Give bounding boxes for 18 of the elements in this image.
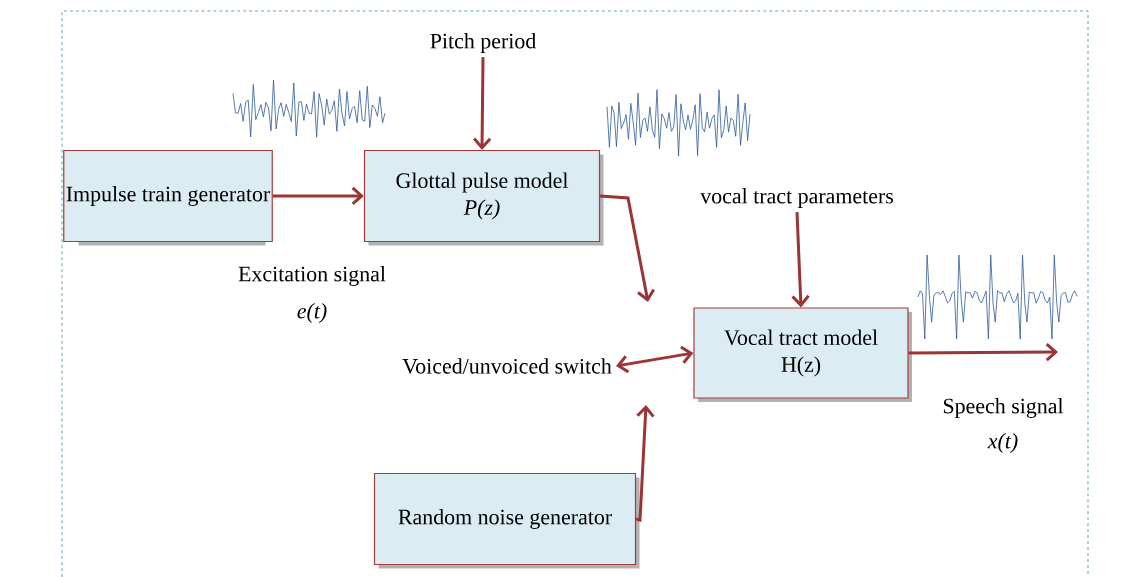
- arrow: [473, 57, 492, 150]
- signal-label: e(t): [297, 303, 327, 323]
- signal-label: x(t): [987, 433, 1018, 453]
- arrow: [272, 186, 364, 206]
- arrow: [600, 194, 656, 302]
- arrow: [635, 405, 655, 522]
- process-box: Vocal tract model H(z): [693, 307, 912, 402]
- input-label: Pitch period: [430, 33, 536, 53]
- arrow: [791, 212, 810, 308]
- signal-label: Excitation signal: [238, 266, 386, 286]
- arrow: [908, 342, 1058, 362]
- process-box: Random noise generator: [373, 472, 640, 569]
- arrow: [616, 345, 694, 374]
- input-label: vocal tract parameters: [700, 188, 893, 208]
- process-box: Impulse train generator: [63, 149, 273, 246]
- signal-label: Speech signal: [943, 398, 1064, 418]
- process-box: Glottal pulse model P(z): [363, 149, 604, 246]
- input-label: Voiced/unvoiced switch: [402, 358, 612, 374]
